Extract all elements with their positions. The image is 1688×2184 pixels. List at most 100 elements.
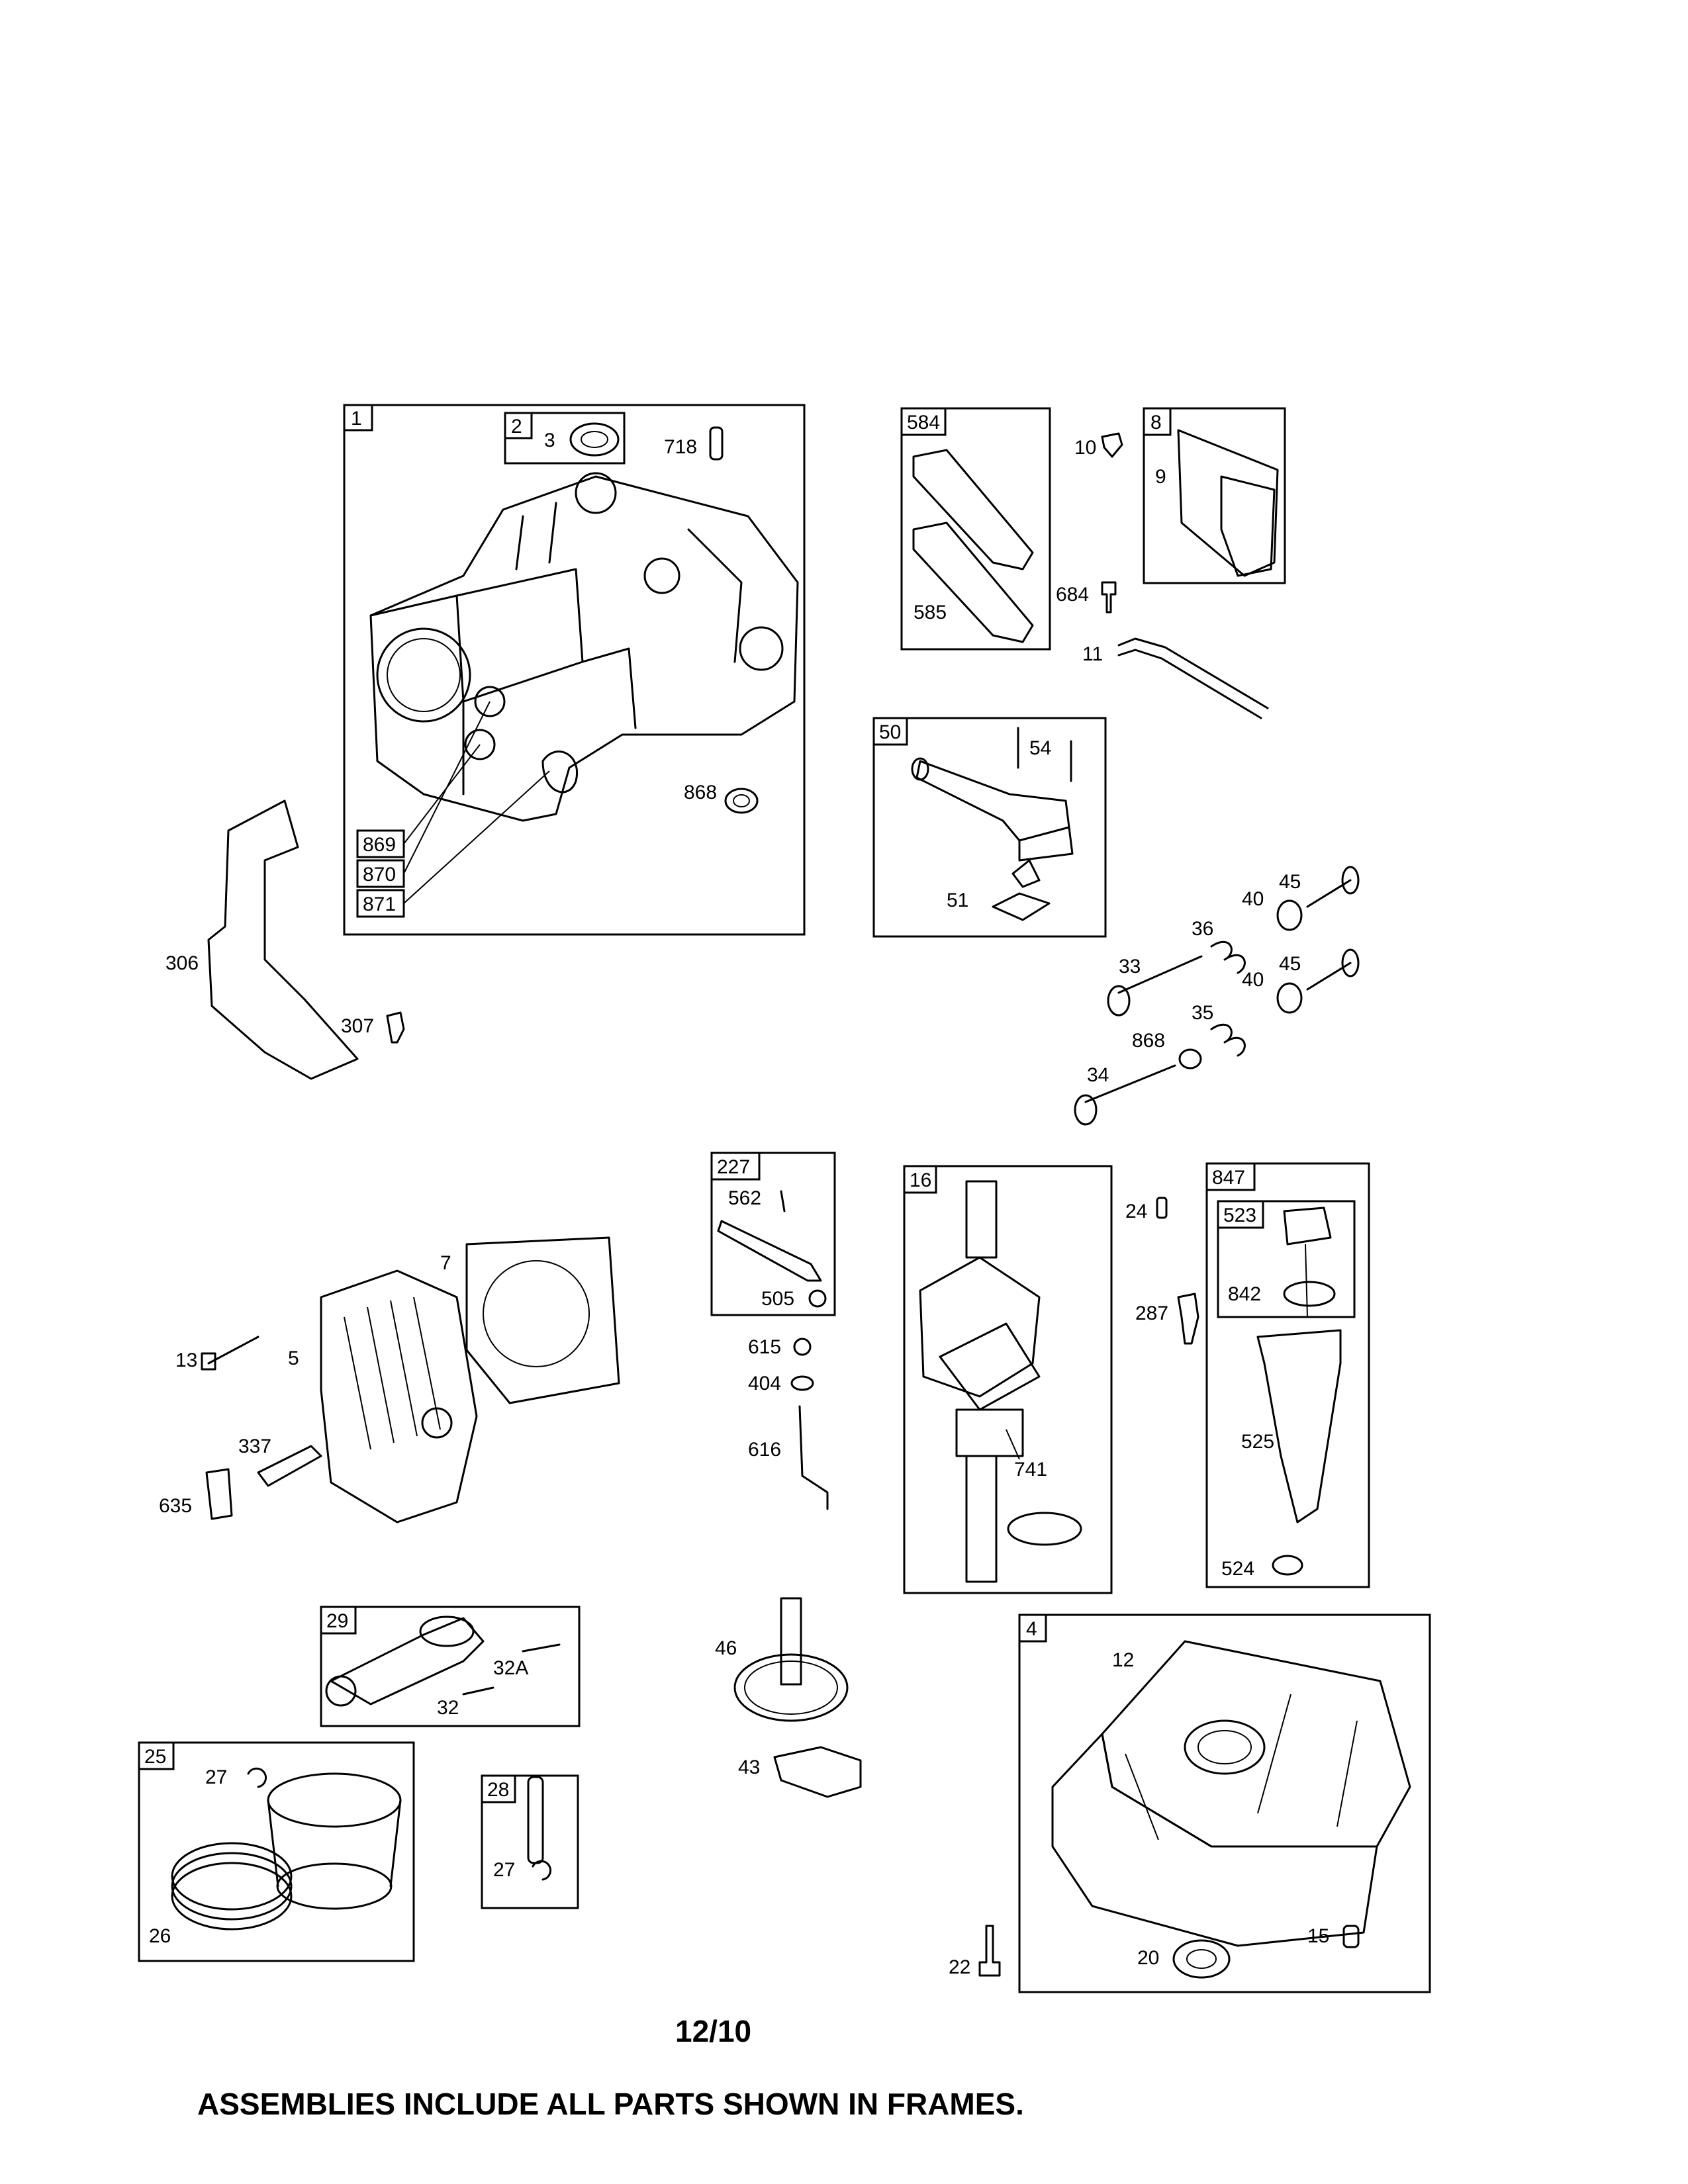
frame-50-intake: 50 54 51 (872, 717, 1107, 938)
frame-584-gaskets: 584 585 (900, 407, 1051, 651)
label-43: 43 (738, 1756, 760, 1778)
o-ring-524-icon (1272, 1555, 1303, 1576)
label-306: 306 (165, 952, 199, 974)
dowel-pin-icon (709, 426, 724, 461)
frame-label-16: 16 (910, 1169, 931, 1191)
engine-block-icon (369, 472, 799, 822)
retainer-clip-pin-icon (532, 1860, 551, 1881)
page-number: 12/10 (675, 2014, 751, 2048)
label-24: 24 (1125, 1201, 1147, 1222)
intake-gasket-icon (992, 892, 1051, 921)
label-287: 287 (1135, 1302, 1168, 1324)
frame-4-sump: 4 12 20 15 (1018, 1614, 1431, 1993)
nut-505-icon (808, 1289, 827, 1308)
label-337: 337 (238, 1435, 271, 1457)
label-45-upper: 45 (1279, 871, 1301, 893)
label-562: 562 (728, 1187, 761, 1209)
label-307: 307 (341, 1015, 374, 1037)
camshaft-gear-icon (733, 1597, 849, 1722)
valve-seal-icon (724, 788, 759, 814)
gasket-upper-icon (912, 449, 1034, 570)
valve-seal-868-icon (1178, 1048, 1202, 1069)
frame-label-50: 50 (879, 721, 901, 743)
assemblies-footnote: ASSEMBLIES INCLUDE ALL PARTS SHOWN IN FR… (197, 2087, 1024, 2121)
piston-icon (267, 1772, 402, 1910)
head-bolt-icon (207, 1336, 259, 1365)
label-524: 524 (1221, 1558, 1254, 1580)
frame-label-28: 28 (487, 1779, 509, 1801)
label-3: 3 (544, 430, 555, 451)
label-22: 22 (949, 1956, 970, 1978)
frame-label-4: 4 (1026, 1618, 1037, 1640)
frame-847-dipstick-assembly: 847 523 842 525 524 (1205, 1162, 1370, 1588)
frame-label-871: 871 (363, 893, 396, 915)
screw-562-icon (780, 1190, 786, 1212)
label-33: 33 (1119, 956, 1141, 978)
frame-label-227: 227 (717, 1156, 750, 1178)
governor-assembly-icon (773, 1746, 862, 1798)
air-baffle-icon (207, 799, 359, 1080)
dipstick-tube-icon (1256, 1329, 1342, 1524)
bolts-54-icon (1017, 727, 1072, 782)
frame-8-cover: 8 9 (1143, 407, 1286, 584)
label-40-upper: 40 (1242, 888, 1264, 910)
label-505: 505 (761, 1288, 794, 1310)
label-35: 35 (1192, 1002, 1213, 1024)
label-45-lower: 45 (1279, 953, 1301, 975)
washer-404-icon (790, 1375, 814, 1391)
intake-manifold-icon (915, 760, 1070, 842)
sump-bolt-icon (978, 1925, 1001, 1977)
drain-plug-icon (1177, 1293, 1199, 1345)
label-585: 585 (914, 602, 947, 623)
label-7: 7 (440, 1252, 451, 1274)
frame-label-847: 847 (1212, 1167, 1245, 1189)
valve-train-group: 40 45 36 33 40 45 35 868 34 (1074, 866, 1360, 1126)
label-741: 741 (1014, 1459, 1047, 1480)
valve-spring-35-icon (1210, 1023, 1246, 1057)
dipstick-cap-icon (1283, 1206, 1332, 1246)
valve-spring-36-icon (1210, 940, 1246, 974)
oil-seal-icon (569, 422, 620, 457)
gasket-lower-icon (912, 522, 1034, 643)
valve-33-icon (1117, 955, 1203, 994)
governor-lever-icon (717, 1220, 822, 1282)
label-34: 34 (1087, 1064, 1109, 1086)
label-20: 20 (1137, 1947, 1159, 1969)
label-13: 13 (175, 1349, 197, 1371)
frame-1-engine-block: 1 2 3 718 869 870 871 (343, 404, 806, 936)
label-842: 842 (1228, 1283, 1261, 1305)
label-11: 11 (1082, 643, 1103, 665)
plug-15-icon (1342, 1925, 1360, 1948)
nut-615-icon (793, 1338, 812, 1356)
frame-label-25: 25 (144, 1746, 166, 1768)
frame-16-crankshaft: 16 741 (903, 1165, 1113, 1594)
label-616: 616 (748, 1439, 781, 1461)
frame-label-523: 523 (1223, 1205, 1256, 1226)
frame-label-2: 2 (511, 416, 522, 437)
label-36: 36 (1192, 918, 1213, 940)
connecting-rod-icon (330, 1617, 485, 1706)
label-27-pin: 27 (493, 1859, 515, 1881)
label-868-valve: 868 (1132, 1030, 1165, 1052)
key-24-icon (1156, 1197, 1168, 1219)
spark-plug-icon (257, 1445, 322, 1487)
spark-plug-boot-icon (205, 1468, 233, 1520)
label-46: 46 (715, 1637, 737, 1659)
breather-tube-icon (1117, 637, 1269, 709)
label-32: 32 (437, 1697, 459, 1719)
label-684: 684 (1056, 584, 1089, 606)
o-ring-741-icon (1007, 1512, 1082, 1546)
cover-gasket-icon (1177, 429, 1279, 577)
frame-label-870: 870 (363, 864, 396, 886)
head-gasket-icon (465, 1236, 620, 1404)
piston-rings-icon (171, 1842, 293, 1931)
label-10: 10 (1074, 437, 1096, 459)
retainer-clip-icon (247, 1767, 267, 1788)
valve-lifter-45-lower-icon (1306, 962, 1352, 991)
label-32A: 32A (493, 1657, 528, 1679)
frame-29-connecting-rod: 29 32A 32 (320, 1606, 581, 1727)
screw-10-icon (1101, 432, 1123, 458)
frame-label-8: 8 (1150, 412, 1162, 433)
label-5: 5 (288, 1347, 299, 1369)
label-635: 635 (159, 1495, 192, 1517)
